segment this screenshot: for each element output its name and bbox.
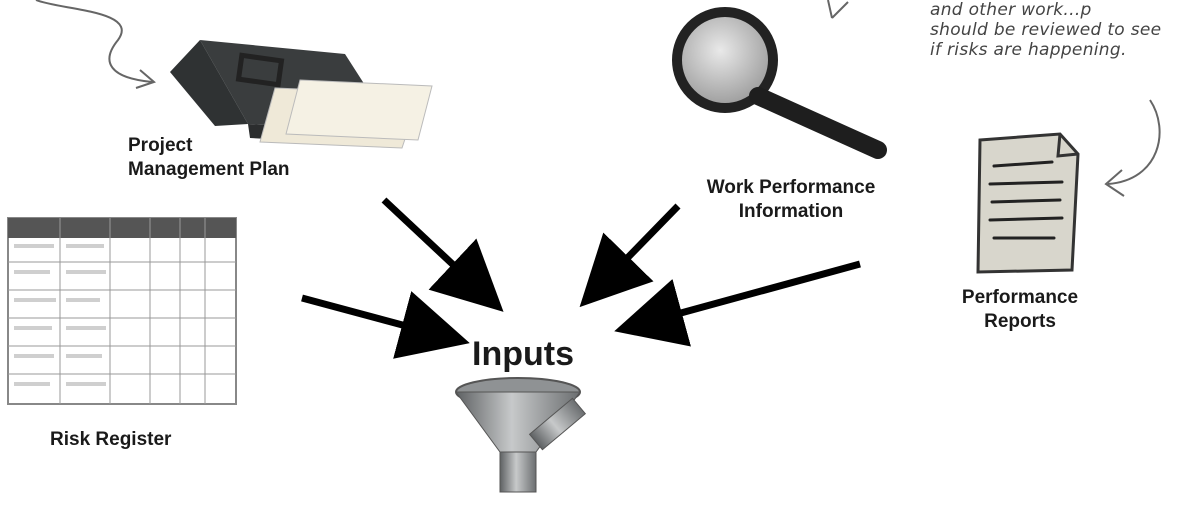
risk-register-table-icon [7, 217, 237, 405]
sketch-arrow-top [827, 0, 849, 19]
note-line-1: and other work...p [930, 0, 1092, 20]
magnifying-glass-icon [672, 7, 887, 159]
arrow-from-plan [381, 197, 504, 312]
inputs-title: Inputs [472, 335, 574, 373]
note-line-3: if risks are happening. [930, 40, 1127, 60]
handwritten-note: and other work...p should be reviewed to… [930, 0, 1198, 60]
arrow-from-work-performance [579, 203, 681, 308]
input-arrows [301, 197, 861, 359]
report-document-icon [976, 132, 1080, 274]
folder-icon [170, 40, 433, 149]
sketch-arrow-right-head [1104, 169, 1125, 197]
sketch-arrow-right [1107, 99, 1161, 185]
perf-reports-line-1: Performance [961, 287, 1079, 308]
work-perf-line-2: Information [738, 201, 844, 222]
work-perf-line-1: Work Performance [706, 177, 876, 198]
funnel-icon [455, 377, 587, 493]
plan-line-2: Management Plan [128, 159, 290, 180]
note-line-2: should be reviewed to see [930, 20, 1162, 40]
performance-reports-label: Performance Reports [940, 286, 1100, 334]
arrow-from-risk-register [301, 291, 470, 359]
risk-register-label: Risk Register [50, 429, 172, 450]
perf-reports-line-2: Reports [984, 311, 1056, 332]
sketch-arrow-left [35, 0, 153, 83]
work-performance-information-label: Work Performance Information [686, 176, 896, 224]
sketch-arrow-left-head [135, 69, 156, 89]
project-management-plan-label: Project Management Plan [128, 134, 290, 182]
arrow-from-performance-reports [614, 260, 861, 347]
plan-line-1: Project [128, 135, 193, 156]
